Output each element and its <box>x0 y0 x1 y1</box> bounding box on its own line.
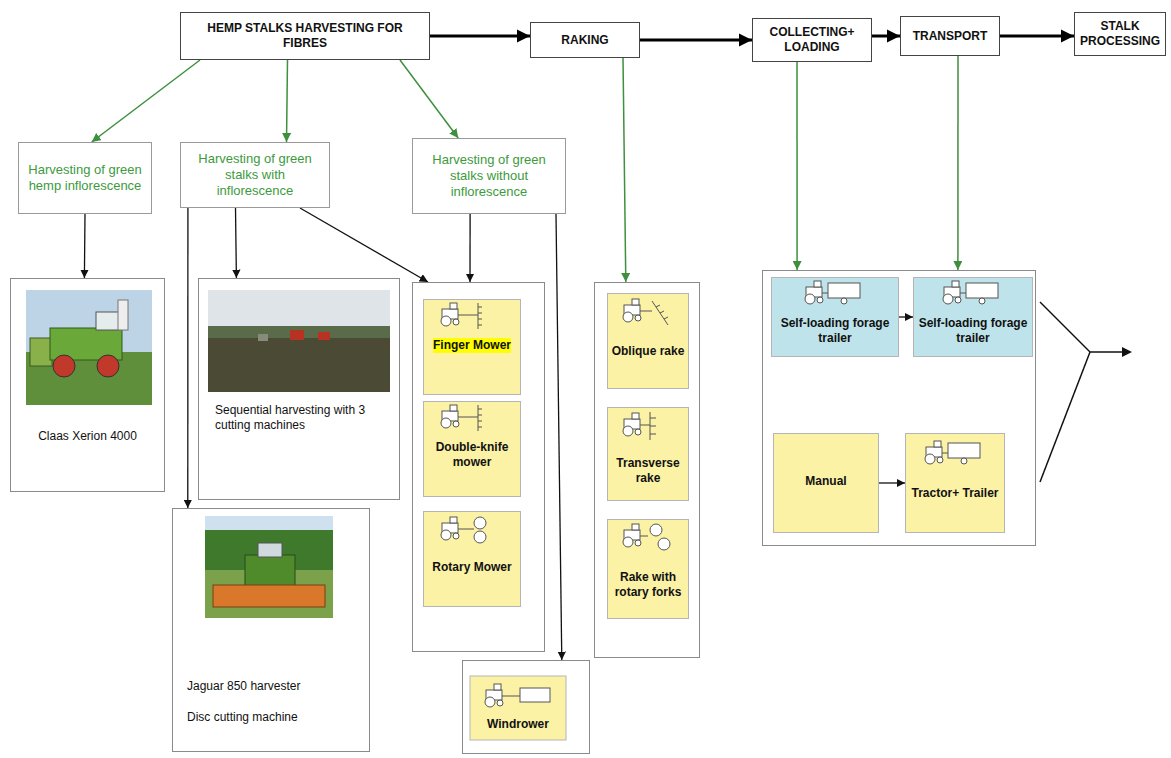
node-label: RAKING <box>561 33 608 48</box>
node-label: STALK PROCESSING <box>1079 19 1161 49</box>
node-label: Rotary Mower <box>427 560 517 575</box>
node-label: Sequential harvesting with 3 cutting mac… <box>215 403 399 433</box>
connector-arrow <box>1000 35 1074 38</box>
equipment-box: Manual <box>773 433 879 533</box>
field-photo <box>208 290 390 392</box>
equipment-box: Double-knife mower <box>423 401 521 497</box>
connector-arrow <box>235 208 237 278</box>
node-label: Oblique rake <box>611 344 685 359</box>
category-box: Harvesting of green stalks with inflores… <box>180 142 330 208</box>
process-box: TRANSPORT <box>900 16 1000 56</box>
connector-arrow <box>899 316 913 317</box>
machine-box: Jaguar 850 harvesterDisc cutting machine <box>172 508 370 752</box>
equipment-box: Self-loading forage trailer <box>771 277 899 357</box>
machine-box: Claas Xerion 4000 <box>10 278 165 492</box>
node-label: Self-loading forage trailer <box>917 316 1029 346</box>
connector-arrow <box>640 39 752 42</box>
group-box: Self-loading forage trailer Self-loading … <box>762 270 1036 546</box>
tile-grounds <box>423 277 1033 740</box>
connector-arrow <box>187 208 188 508</box>
equipment-box: Rake with rotary forks <box>607 519 689 619</box>
connector-arrow <box>623 58 626 282</box>
category-box: Harvesting of green stalks without inflo… <box>412 138 566 214</box>
node-label: Harvesting of green stalks without inflo… <box>419 152 559 200</box>
equipment-box: Finger Mower <box>423 299 521 395</box>
node-label: Disc cutting machine <box>187 710 369 725</box>
group-box: Finger MowerDouble-knife mowerRotary Mow… <box>412 282 545 652</box>
node-label: Self-loading forage trailer <box>775 316 895 346</box>
equipment-box: Tractor+ Trailer <box>905 433 1005 533</box>
connector-arrow <box>872 35 900 38</box>
connector-arrow <box>796 62 798 270</box>
category-box: Harvesting of green hemp inflorescence <box>18 142 152 214</box>
connector-arrow <box>84 214 86 278</box>
node-label: Harvesting of green stalks with inflores… <box>187 151 323 199</box>
node-label: Finger Mower <box>433 338 511 353</box>
node-label: Transverse rake <box>611 456 685 486</box>
connector-arrow <box>92 60 200 142</box>
equipment-box: Rotary Mower <box>423 511 521 607</box>
connector-arrow <box>556 214 562 660</box>
group-box: Oblique rakeTransverse rakeRake with rot… <box>594 282 700 658</box>
node-label: Jaguar 850 harvester <box>187 679 369 694</box>
process-box: HEMP STALKS HARVESTING FOR FIBRES <box>180 12 430 60</box>
harvester-photo <box>205 516 333 618</box>
connector-arrow <box>400 60 458 138</box>
process-box: RAKING <box>530 22 640 58</box>
connector-arrow <box>287 60 288 142</box>
node-label: Manual <box>777 474 875 489</box>
equipment-box: Oblique rake <box>607 293 689 389</box>
process-box: STALK PROCESSING <box>1074 12 1166 56</box>
merge-arrow <box>1040 302 1132 482</box>
node-label: HEMP STALKS HARVESTING FOR FIBRES <box>185 21 425 51</box>
connector-arrow <box>957 56 959 270</box>
node-label: Claas Xerion 4000 <box>11 429 164 444</box>
connector-arrow <box>879 482 905 483</box>
node-label: Rake with rotary forks <box>611 570 685 600</box>
node-label: TRANSPORT <box>913 29 988 44</box>
machine-photo <box>26 290 152 405</box>
connector-arrow <box>469 214 470 282</box>
connector-arrow <box>430 35 530 38</box>
equipment-box: Transverse rake <box>607 407 689 501</box>
node-label: Tractor+ Trailer <box>909 486 1001 501</box>
connector-arrow <box>300 208 428 282</box>
node-label: COLLECTING+ LOADING <box>757 25 867 55</box>
node-label: Double-knife mower <box>427 440 517 470</box>
equipment-box: Self-loading forage trailer <box>913 277 1033 357</box>
machine-box: Windrower <box>462 660 590 754</box>
node-label: Windrower <box>463 717 573 732</box>
process-box: COLLECTING+ LOADING <box>752 18 872 62</box>
machine-box: Sequential harvesting with 3 cutting mac… <box>198 278 400 500</box>
node-label: Harvesting of green hemp inflorescence <box>25 162 145 194</box>
